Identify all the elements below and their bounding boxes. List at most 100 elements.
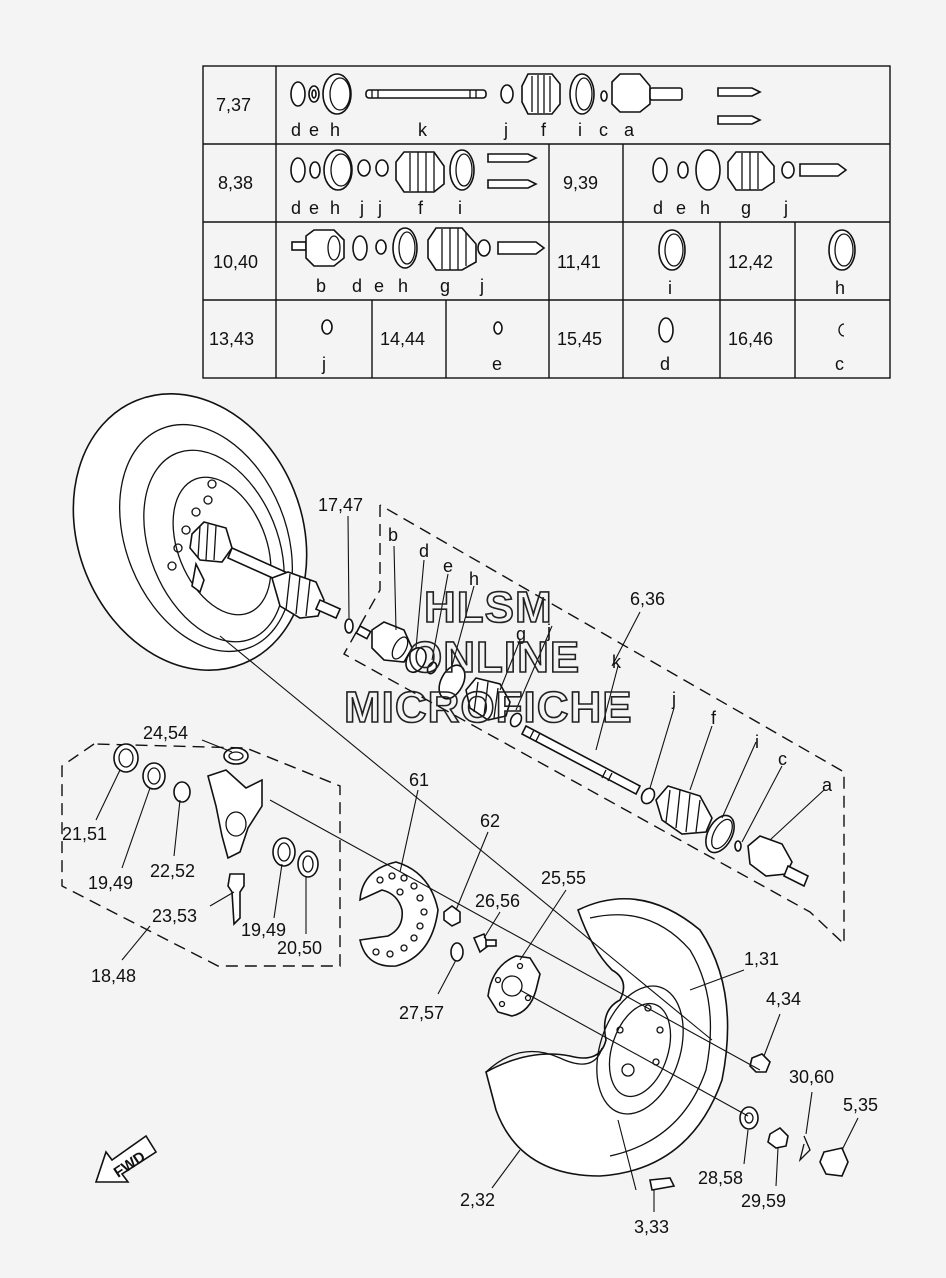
callout-labels: 17,47 b d e h g 6,36 k j j f i c a 24,54… bbox=[62, 495, 878, 1237]
callout-d: d bbox=[419, 541, 429, 561]
callout-4-34: 4,34 bbox=[766, 989, 801, 1009]
callout-e: e bbox=[443, 556, 453, 576]
callout-3-33: 3,33 bbox=[634, 1217, 669, 1237]
kit-7-37-parts bbox=[290, 73, 762, 125]
kit-7-37-letter-k: k bbox=[418, 120, 428, 140]
kit-8-38-letter-i: i bbox=[458, 198, 462, 218]
callout-g: g bbox=[516, 624, 526, 644]
watermark-line-1: HLSM bbox=[424, 583, 553, 632]
kit-label-8-38: 8,38 bbox=[218, 173, 253, 193]
kit-9-39-letter-e: e bbox=[676, 198, 686, 218]
callout-6-36: 6,36 bbox=[630, 589, 665, 609]
kit-8-38-letter-h: h bbox=[330, 198, 340, 218]
kit-10-40-letter-b: b bbox=[316, 276, 326, 296]
wheel-hub bbox=[487, 955, 541, 1017]
kit-10-40-letter-e: e bbox=[374, 276, 384, 296]
kit-7-37-letter-f: f bbox=[541, 120, 547, 140]
kit-label-10-40: 10,40 bbox=[213, 252, 258, 272]
kit-7-37-letter-c: c bbox=[599, 120, 608, 140]
top-tire-assembly bbox=[72, 393, 342, 671]
kit-label-12-42: 12,42 bbox=[728, 252, 773, 272]
callout-22-52: 22,52 bbox=[150, 861, 195, 881]
driveshaft-parts bbox=[344, 618, 810, 888]
kit-7-37-letter-i: i bbox=[578, 120, 582, 140]
callout-19-49-a: 19,49 bbox=[88, 873, 133, 893]
callout-30-60: 30,60 bbox=[789, 1067, 834, 1087]
kit-label-9-39: 9,39 bbox=[563, 173, 598, 193]
wheel-fasteners bbox=[649, 1053, 849, 1191]
kit-8-38-letter-j2: j bbox=[377, 198, 382, 218]
callout-f: f bbox=[711, 708, 717, 728]
brake-disc bbox=[359, 861, 439, 967]
callout-20-50: 20,50 bbox=[277, 938, 322, 958]
kit-9-39-letter-h: h bbox=[700, 198, 710, 218]
callout-25-55: 25,55 bbox=[541, 868, 586, 888]
watermark: HLSM ONLINE MICROFICHE bbox=[343, 582, 633, 733]
callout-61: 61 bbox=[409, 770, 429, 790]
callout-j-1: j bbox=[546, 621, 551, 641]
kit-7-37-letter-a: a bbox=[624, 120, 635, 140]
kit-table: 7,37 d e h k j f i c a 8,38 bbox=[202, 65, 891, 379]
kit-8-38-letter-d: d bbox=[291, 198, 301, 218]
callout-2-32: 2,32 bbox=[460, 1190, 495, 1210]
kit-15-45-letter-d: d bbox=[660, 354, 670, 374]
kit-10-40-letter-h: h bbox=[398, 276, 408, 296]
callout-1-31: 1,31 bbox=[744, 949, 779, 969]
kit-8-38-parts bbox=[290, 149, 848, 193]
kit-label-16-46: 16,46 bbox=[728, 329, 773, 349]
kit-12-42-letter-h: h bbox=[835, 278, 845, 298]
callout-k: k bbox=[612, 652, 622, 672]
leader-lines bbox=[95, 515, 859, 1212]
kit-10-40-letter-d: d bbox=[352, 276, 362, 296]
callout-i: i bbox=[755, 732, 759, 752]
knuckle-parts bbox=[113, 743, 319, 926]
callout-a: a bbox=[822, 775, 833, 795]
kit-9-39-letter-d: d bbox=[653, 198, 663, 218]
kit-11-41-letter-i: i bbox=[668, 278, 672, 298]
kit-label-7-37: 7,37 bbox=[216, 95, 251, 115]
watermark-line-3: MICROFICHE bbox=[344, 683, 633, 732]
kit-14-44-letter-e: e bbox=[492, 354, 502, 374]
callout-c: c bbox=[778, 749, 787, 769]
kit-8-38-letter-e: e bbox=[309, 198, 319, 218]
watermark-line-2: ONLINE bbox=[408, 633, 580, 682]
kit-15-45-part bbox=[658, 317, 674, 343]
callout-29-59: 29,59 bbox=[741, 1191, 786, 1211]
kit-14-44-part bbox=[493, 321, 503, 335]
callout-17-47: 17,47 bbox=[318, 495, 363, 515]
callout-28-58: 28,58 bbox=[698, 1168, 743, 1188]
kit-9-39-letter-j: j bbox=[783, 198, 788, 218]
kit-7-37-letter-d: d bbox=[291, 120, 301, 140]
callout-b: b bbox=[388, 525, 398, 545]
kit-13-43-letter-j: j bbox=[321, 354, 326, 374]
callout-5-35: 5,35 bbox=[843, 1095, 878, 1115]
callout-24-54: 24,54 bbox=[143, 723, 188, 743]
callout-j-2: j bbox=[671, 689, 676, 709]
callout-19-49-b: 19,49 bbox=[241, 920, 286, 940]
callout-23-53: 23,53 bbox=[152, 906, 197, 926]
kit-10-40-letter-j: j bbox=[479, 276, 484, 296]
callout-26-56: 26,56 bbox=[475, 891, 520, 911]
kit-7-37-letter-h: h bbox=[330, 120, 340, 140]
kit-13-43-part bbox=[321, 319, 333, 335]
kit-label-15-45: 15,45 bbox=[557, 329, 602, 349]
kit-16-46-letter-c: c bbox=[835, 354, 844, 374]
driveshaft-group-outline bbox=[343, 504, 845, 946]
kit-8-38-letter-f: f bbox=[418, 198, 424, 218]
kit-10-40-letter-g: g bbox=[440, 276, 450, 296]
fasteners bbox=[443, 905, 497, 962]
kit-7-37-letter-j: j bbox=[503, 120, 508, 140]
fwd-arrow: FWD bbox=[94, 1134, 158, 1183]
kit-9-39-letter-g: g bbox=[741, 198, 751, 218]
callout-27-57: 27,57 bbox=[399, 1003, 444, 1023]
callout-21-51: 21,51 bbox=[62, 824, 107, 844]
callout-62: 62 bbox=[480, 811, 500, 831]
kit-label-11-41: 11,41 bbox=[557, 252, 601, 272]
kit-label-13-43: 13,43 bbox=[209, 329, 254, 349]
kit-7-37-letter-e: e bbox=[309, 120, 319, 140]
kit-8-38-letter-j1: j bbox=[359, 198, 364, 218]
knuckle-group-outline bbox=[61, 743, 341, 967]
callout-h: h bbox=[469, 569, 479, 589]
kit-label-14-44: 14,44 bbox=[380, 329, 425, 349]
